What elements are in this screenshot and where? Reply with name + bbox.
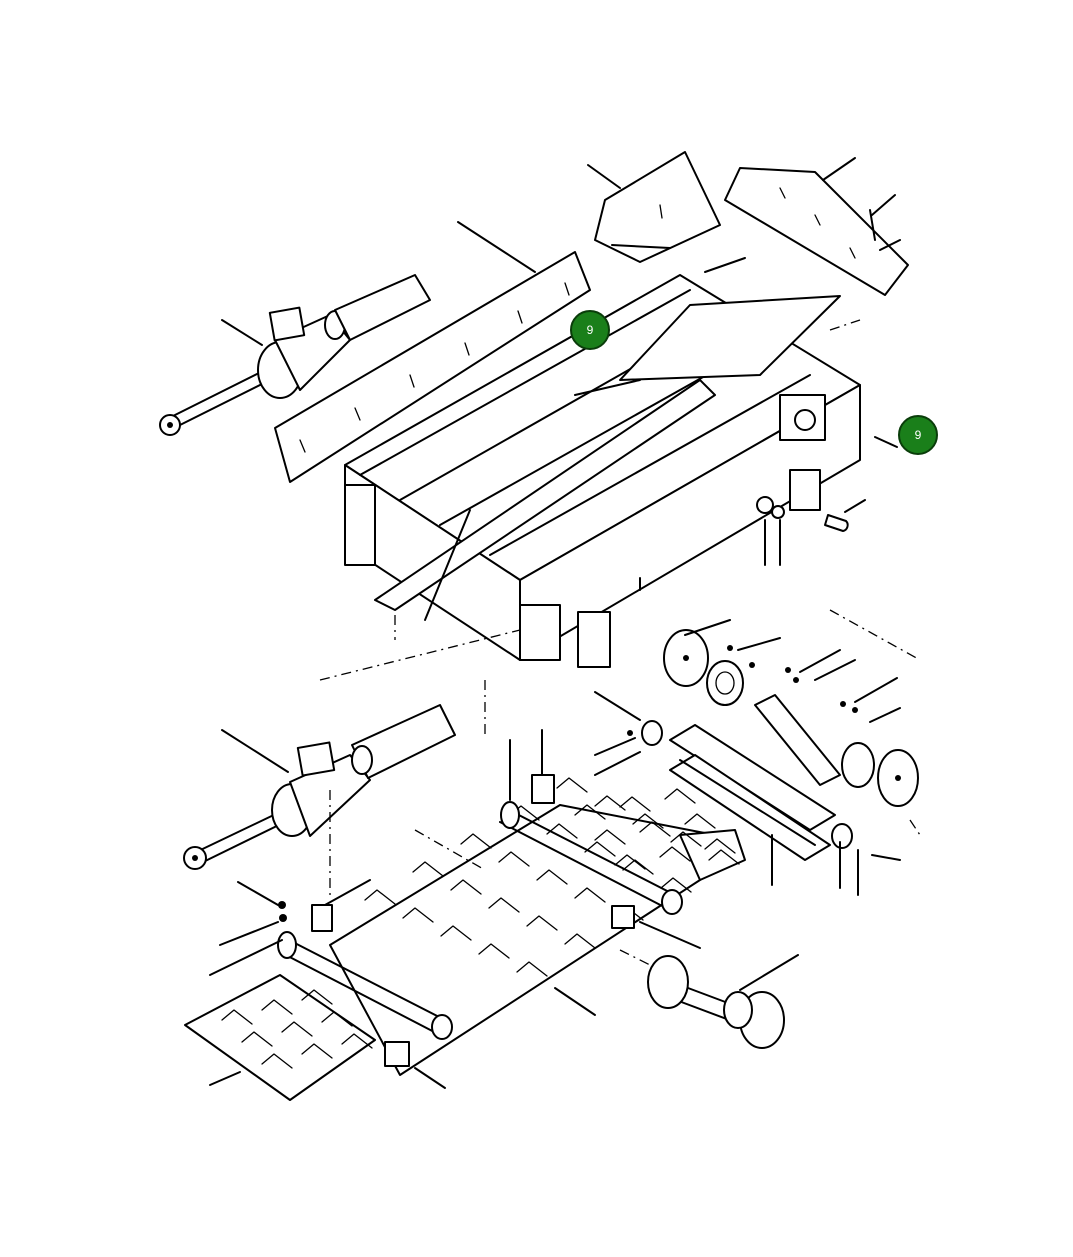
upper-hydraulic-cylinder (159, 274, 431, 436)
frame-brackets (344, 394, 826, 668)
belt-chevron (584, 841, 616, 857)
belt-chevron (516, 961, 548, 977)
upper-frame-assembly (159, 151, 921, 681)
belt-chevron (622, 859, 654, 875)
belt-chevron (281, 1021, 313, 1037)
belt-chevron (594, 829, 626, 845)
belt-chevron (574, 804, 606, 820)
callout-circle (570, 310, 610, 350)
belt-chevron (574, 887, 606, 903)
belt-chevron (664, 788, 696, 804)
belt-chevron (301, 1043, 333, 1059)
belt-chevron (556, 777, 588, 793)
small-brackets (311, 774, 635, 1067)
belt-chevron (412, 861, 444, 877)
main-frame-box (344, 274, 861, 661)
belt-chevron (639, 821, 671, 837)
belt-chevron (594, 795, 626, 811)
frame-fasteners (756, 209, 898, 532)
top-divider-plate (594, 151, 721, 263)
callout-marker-2[interactable]: 9 (898, 415, 938, 455)
callout-label: 9 (587, 323, 594, 337)
belt-chevron (241, 1031, 273, 1047)
belt-chevron (341, 1033, 373, 1049)
belt-chevron (261, 1053, 293, 1069)
belt-chevron (478, 943, 510, 959)
right-top-plate (724, 167, 909, 296)
belt-chevron (321, 1011, 353, 1027)
conveyor-belt-small (184, 974, 376, 1101)
belt-chevron (498, 851, 530, 867)
belt-chevron (614, 854, 646, 870)
belt-chevron (450, 879, 482, 895)
belt-chevron (619, 796, 651, 812)
belt-chevron (301, 989, 333, 1005)
belt-chevron (261, 999, 293, 1015)
belt-chevron (670, 831, 702, 847)
roller-bar-assembly (669, 694, 841, 861)
belt-chevron (684, 813, 716, 829)
lower-conveyor-assembly (183, 619, 921, 1101)
belt-chevron (488, 897, 520, 913)
belt-chevron (704, 838, 736, 854)
lower-leader-lines (209, 619, 901, 1089)
spool-roller (647, 955, 785, 1049)
belt-chevron (659, 846, 691, 862)
callout-marker-1[interactable]: 9 (570, 310, 610, 350)
callout-circle (898, 415, 938, 455)
belt-chevron (632, 813, 664, 829)
side-panel-plate (274, 251, 591, 483)
belt-chevron (660, 877, 692, 893)
belt-chevron (364, 889, 396, 905)
belt-chevron (536, 869, 568, 885)
belt-chevron (221, 1009, 253, 1025)
belt-chevron (564, 933, 596, 949)
lower-hydraulic-cylinder (183, 704, 456, 870)
belt-chevron (708, 849, 740, 865)
callout-label: 9 (915, 428, 922, 442)
belt-chevrons (221, 777, 740, 1069)
belt-chevron (460, 833, 492, 849)
upper-leader-lines (221, 157, 901, 621)
belt-chevron (526, 915, 558, 931)
flange-hubs (641, 629, 919, 849)
belt-chevron (402, 907, 434, 923)
belt-chevron (440, 925, 472, 941)
auger-shaft-upper (499, 801, 683, 915)
auger-shaft-lower (277, 931, 453, 1040)
small-fasteners (278, 645, 858, 922)
